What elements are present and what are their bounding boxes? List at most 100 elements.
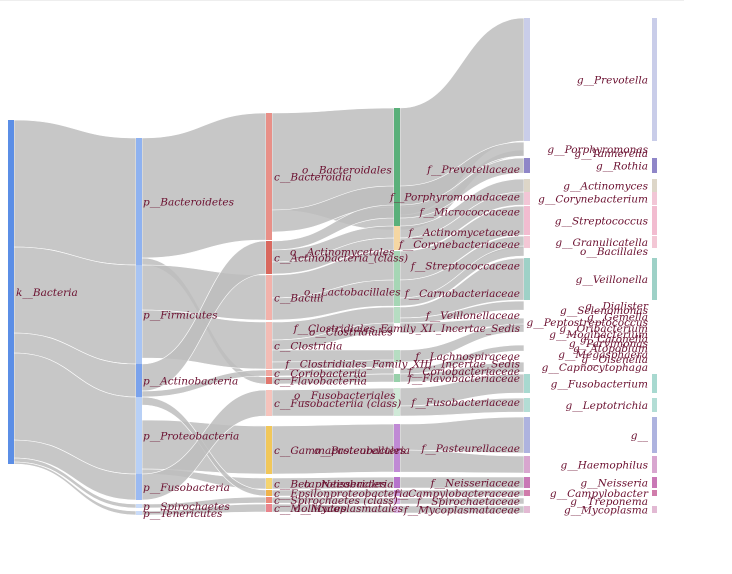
- label-fPa: f__Pasteurellaceae: [420, 443, 520, 455]
- node-bar-gCory: [524, 192, 530, 205]
- node-bar-pB: [136, 138, 142, 265]
- label-gActi: g__Actinomyces: [563, 181, 648, 193]
- label-cBdes: o__Bacteroidales: [302, 165, 392, 177]
- genus-bar-gRoth: [652, 158, 657, 173]
- label-fPr: f__Prevotellaceae: [426, 164, 520, 176]
- node-bar-gMyco: [524, 506, 530, 513]
- genus-bar-gMyco: [652, 506, 657, 513]
- label-oCl: o__Clostridiales: [309, 327, 393, 339]
- label-gPorph: g__Porphyromonas: [547, 144, 648, 156]
- label-gCamp: g__Campylobacter: [550, 488, 649, 500]
- label-cMo: c__Mollicutes: [274, 503, 347, 515]
- node-bar-fNe: [394, 477, 400, 488]
- label-oBac: o__Bacillales: [580, 246, 649, 258]
- nodes: [8, 18, 657, 515]
- label-gNeis: g__Neisseria: [580, 478, 648, 490]
- node-bar-cBe: [266, 478, 272, 489]
- node-bar-gPrev: [524, 18, 530, 141]
- label-gVeil: g__Veillonella: [576, 274, 648, 286]
- label-fSpi: f__Spirochaetaceae: [416, 496, 520, 508]
- label-cAc: c__Actinobacteria_(class): [274, 253, 408, 265]
- label-fAc: f__Actinomycetaceae: [407, 227, 520, 239]
- label-gCato: g__Catonella: [580, 334, 648, 346]
- node-bar-fPa: [394, 424, 400, 472]
- genus-bar-gGran: [652, 236, 657, 248]
- label-cBe: c__Betaproteobacteria: [274, 479, 394, 491]
- label-gDial: g__Dialister: [585, 301, 649, 313]
- node-bar-cCl: [266, 322, 272, 369]
- label-fSt: f__Streptococcaceae: [410, 261, 520, 273]
- label-fLa: f__Lachnospiraceae: [414, 351, 520, 363]
- node-bar-pFu: [136, 474, 142, 500]
- node-bar-gVeil: [524, 258, 530, 300]
- label-gTann: g__Tannerella: [574, 148, 648, 160]
- node-bar-gGran: [524, 236, 530, 248]
- label-fCa: f__Carnobacteriaceae: [404, 288, 520, 300]
- label-fFl: f__Flavobacteriaceae: [407, 373, 520, 385]
- node-bar-gStre: [524, 206, 530, 235]
- node-bar-cFl: [266, 377, 272, 384]
- link-fCa-to-oBac: [399, 245, 525, 307]
- label-fMi: f__Micrococcaceae: [418, 207, 520, 219]
- node-bar-pF: [136, 265, 142, 364]
- label-k: k__Bacteria: [16, 287, 78, 299]
- node-bar-cBd: [266, 113, 272, 240]
- label-oPa: o__Pasteurellales: [314, 445, 406, 457]
- node-bar-k: [8, 120, 14, 464]
- label-oLa: o__Lactobacillales: [304, 287, 401, 299]
- label-gGeme: g__Gemella: [587, 312, 648, 324]
- label-fMy: f__Mycoplasmataceae: [403, 505, 520, 517]
- node-bar-fFl: [394, 374, 400, 382]
- label-gCory: g__Corynebacterium: [538, 194, 648, 206]
- node-bar-gHaem: [524, 456, 530, 473]
- node-bar-fAc: [394, 226, 400, 238]
- label-cSp: c__Spirochaetes (class): [274, 495, 398, 507]
- label-gPeptos: g__Peptostreptococcus: [526, 317, 648, 329]
- label-gStre: g__Streptococcus: [555, 216, 649, 228]
- label-gOrib: g__Oribacterium: [559, 323, 648, 335]
- label-fCor: f__Coriobacteriaceae: [407, 366, 520, 378]
- label-gOlse: g__Olsenella: [581, 354, 648, 366]
- label-pFu: p__Fusobacteria: [143, 482, 230, 494]
- label-cFu: c__Fusobacteriia (class): [274, 398, 401, 410]
- node-bar-pT: [136, 511, 142, 515]
- label-cCo: c__Coriobacteriia: [274, 368, 367, 380]
- label-cBd: c__Bacteroidia: [274, 172, 352, 184]
- label-cEp: c__Epsilonproteobacteria: [274, 488, 409, 500]
- label-fFu: f__Fusobacteriaceae: [410, 397, 520, 409]
- node-bar-cSp: [266, 497, 272, 503]
- node-bar-gActi: [524, 179, 530, 192]
- label-fPo: f__Porphyromonadaceae: [389, 192, 520, 204]
- node-bar-fSt: [394, 251, 400, 280]
- label-pT: p__Tenericutes: [143, 508, 223, 520]
- node-bar-pA: [136, 364, 142, 397]
- label-cGa: c__Gammaproteobacteria: [274, 445, 410, 457]
- label-gCapn: g__Capnocytophaga: [542, 362, 648, 374]
- link-fFl-to-gCapn: [399, 361, 525, 383]
- node-bar-fVe: [394, 307, 400, 323]
- label-fCF11: f__Clostridiales_Family_XI._Incertae_Sed…: [293, 323, 521, 335]
- label-fCF13: f__Clostridiales_Family_XIII._Incertae_S…: [284, 359, 520, 371]
- node-bar-fLa: [394, 350, 400, 362]
- genus-bar-gHaem: [652, 456, 657, 473]
- link-fVe-to-gDial: [399, 300, 525, 324]
- node-bar-cAc: [266, 241, 272, 274]
- link-cCl-to-fCF11: [271, 322, 395, 351]
- genus-bar-gCory: [652, 192, 657, 205]
- node-bar-pS: [136, 504, 142, 508]
- label-gParv: g__Parvimonas: [569, 338, 649, 350]
- label-fNe: f__Neisseriaceae: [430, 478, 520, 490]
- label-gTrep: g__Treponema: [570, 496, 648, 508]
- node-bar-cGa: [266, 426, 272, 474]
- label-pS: p__Spirochaetes: [143, 501, 230, 513]
- link-fCor-to-gAtop: [399, 344, 525, 375]
- label-gLept: g__Leptotrichia: [565, 400, 648, 412]
- label-gHaem: g__Haemophilus: [561, 460, 649, 472]
- label-pP: p__Proteobacteria: [143, 431, 239, 443]
- label-fCam: f__Campylobacteraceae: [393, 488, 520, 500]
- flow-links: [13, 17, 525, 516]
- genus-bar-gVeil: [652, 258, 657, 300]
- node-bar-gFuso: [524, 374, 530, 393]
- genus-bar-gLept: [652, 398, 657, 412]
